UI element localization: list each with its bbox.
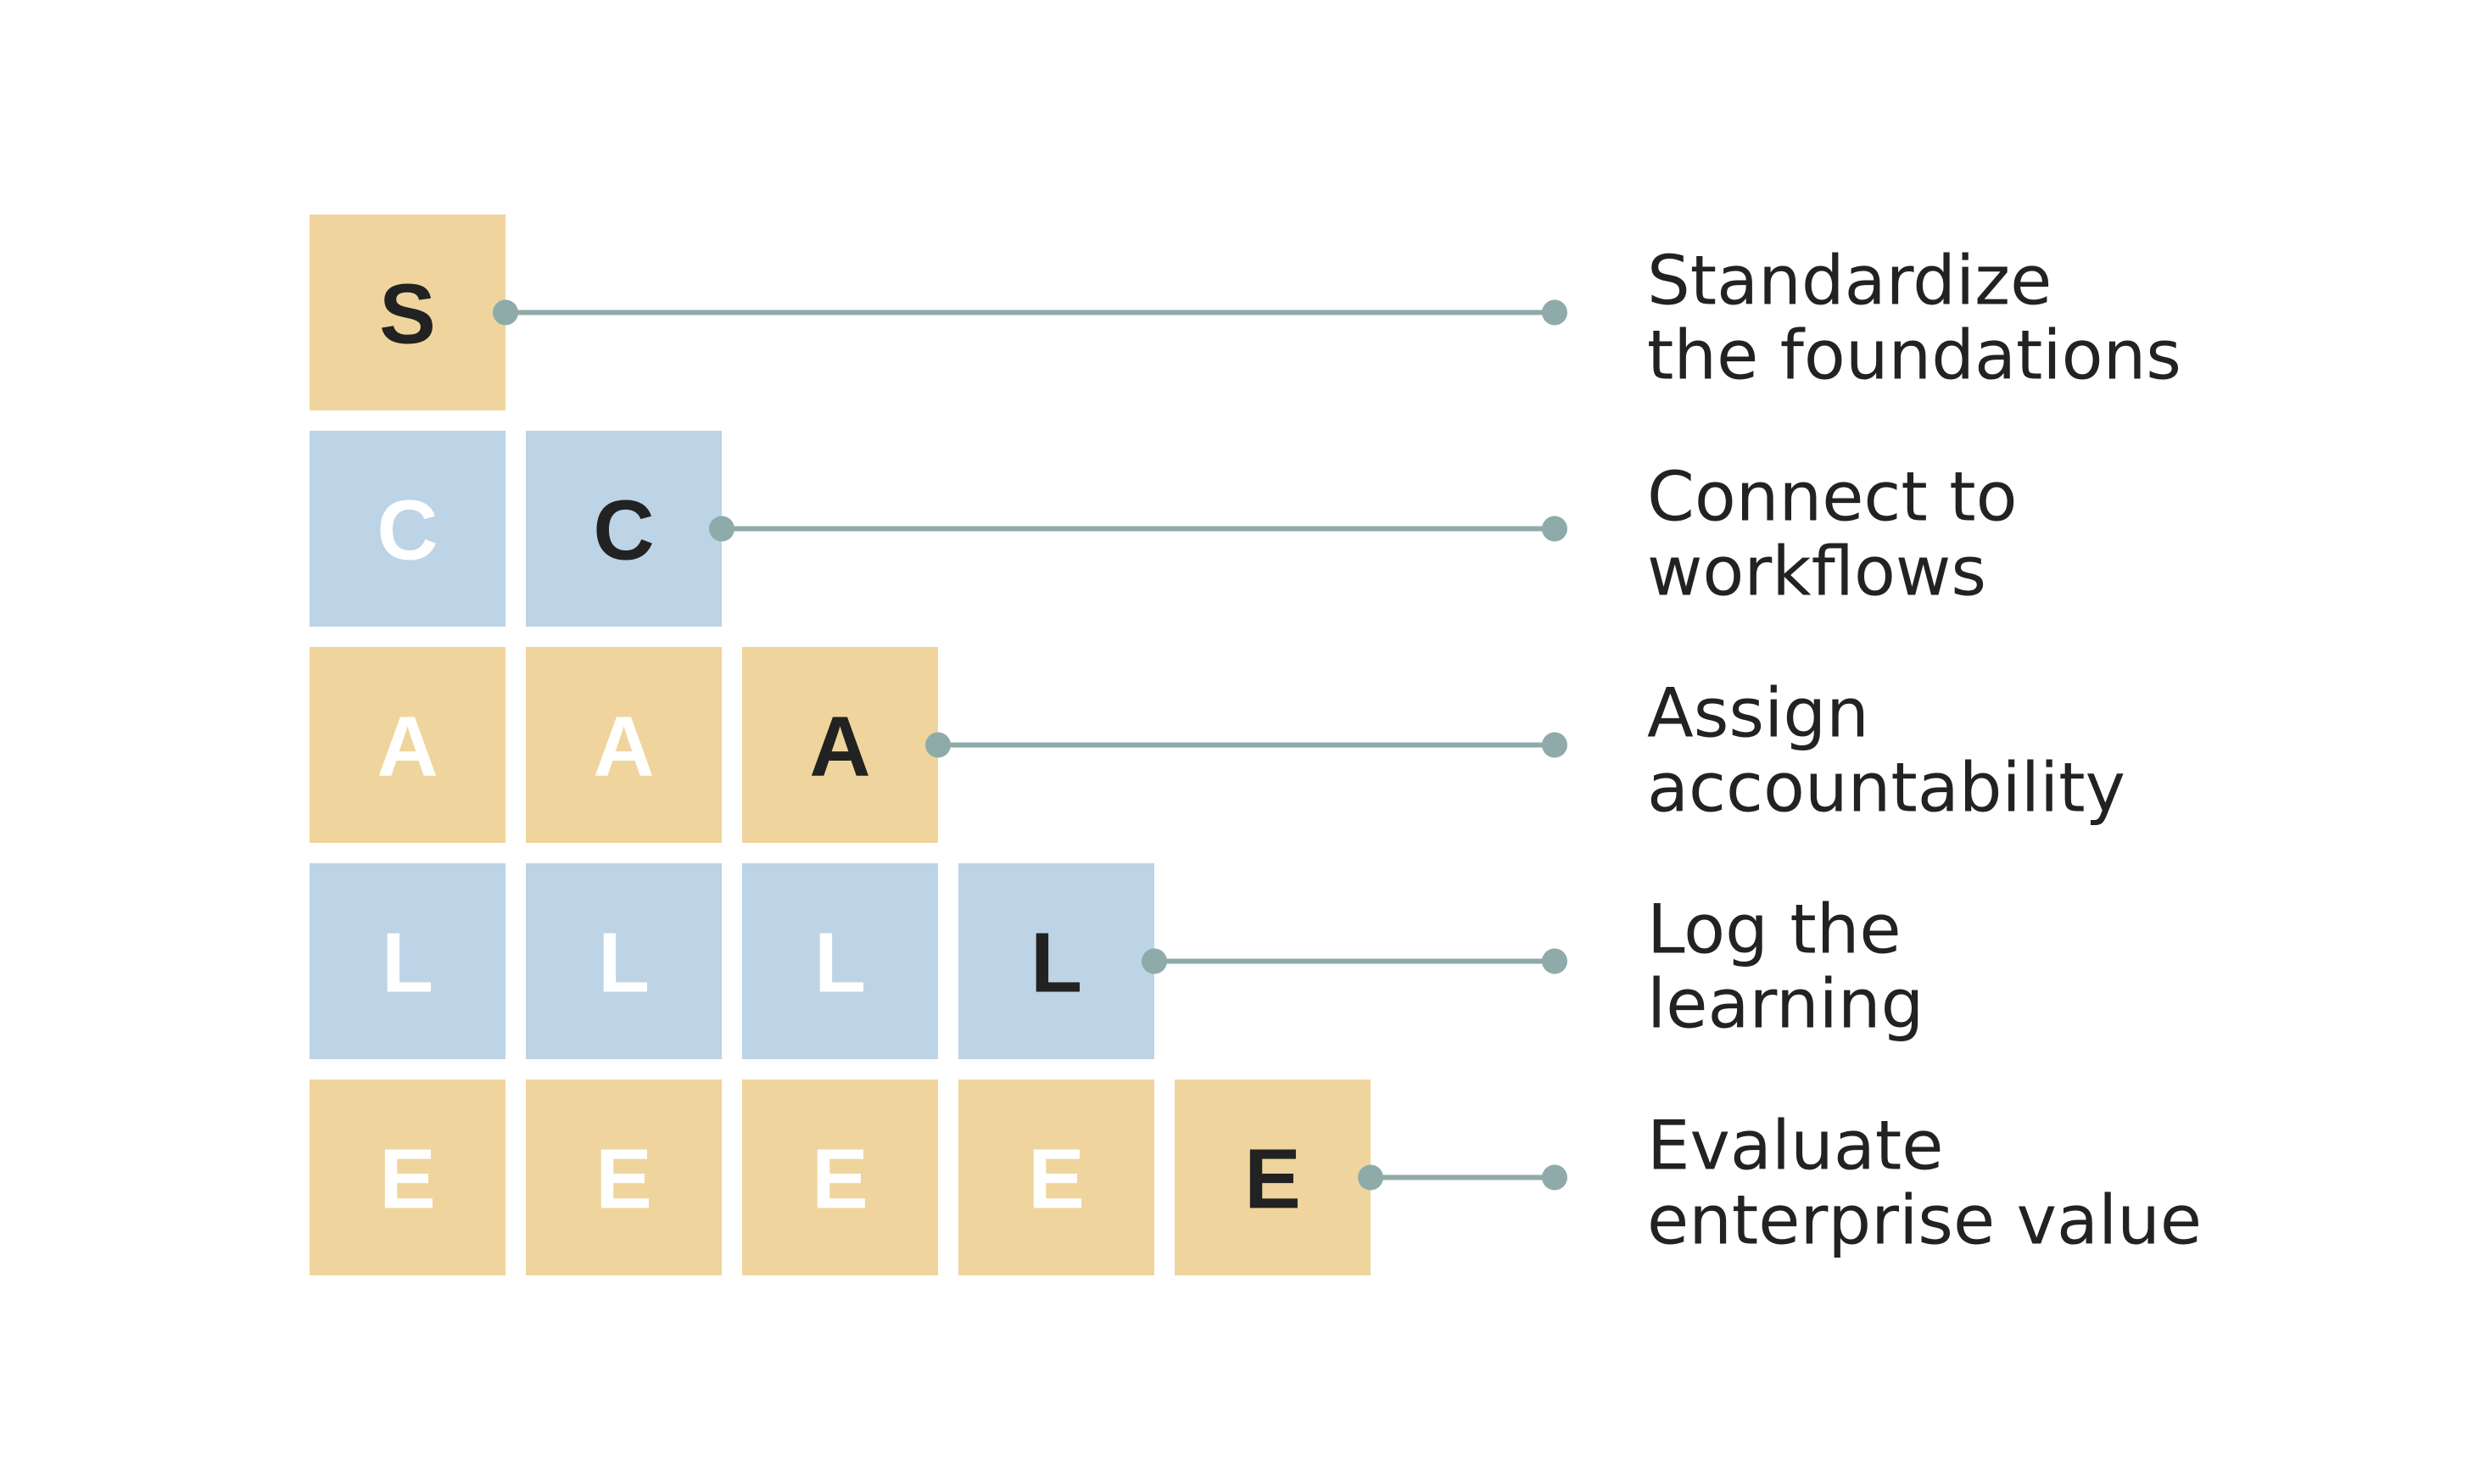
step-label-line: enterprise value — [1647, 1181, 2202, 1260]
tile-background — [1175, 1080, 1371, 1275]
tile-background — [310, 863, 505, 1059]
tile-background — [310, 647, 505, 843]
tile-letter: A — [377, 700, 438, 795]
step-label-line: Log the — [1647, 890, 1902, 969]
tile-letter-active: A — [809, 700, 870, 795]
tile-background — [310, 1080, 505, 1275]
connector-end-dot — [1542, 1164, 1567, 1191]
tile-letter: E — [595, 1132, 652, 1227]
tile-background — [742, 863, 938, 1059]
tile-e-5: E — [1175, 1080, 1371, 1275]
tile-background — [310, 431, 505, 627]
tile-letter: L — [598, 916, 650, 1011]
tile-l-3: L — [742, 863, 938, 1059]
step-label-line: Evaluate — [1647, 1107, 1943, 1186]
tile-l-1: L — [310, 863, 505, 1059]
tile-a-3: A — [742, 647, 938, 843]
tile-letter: E — [1028, 1132, 1085, 1227]
tile-background — [526, 647, 722, 843]
tile-background — [526, 431, 722, 627]
connector-end-dot — [1542, 299, 1567, 326]
tile-s-1: S — [310, 215, 505, 410]
tile-l-4: L — [958, 863, 1154, 1059]
tile-letter: A — [593, 700, 654, 795]
tile-e-3: E — [742, 1080, 938, 1275]
tile-background — [958, 863, 1154, 1059]
tile-e-2: E — [526, 1080, 722, 1275]
step-label-line: the foundations — [1647, 316, 2181, 395]
tile-c-2: C — [526, 431, 722, 627]
connector-end-dot — [1542, 516, 1567, 542]
tile-background — [742, 1080, 938, 1275]
step-label-line: workflows — [1647, 533, 1986, 611]
tile-letter: E — [379, 1132, 436, 1227]
tile-letter: L — [382, 916, 433, 1011]
connector-start-dot — [493, 299, 518, 326]
connector-end-dot — [1542, 732, 1567, 758]
tile-letter-active: L — [1030, 916, 1082, 1011]
tile-e-4: E — [958, 1080, 1154, 1275]
tile-e-1: E — [310, 1080, 505, 1275]
tile-background — [310, 215, 505, 410]
tile-l-2: L — [526, 863, 722, 1059]
connector-start-dot — [1358, 1164, 1383, 1191]
tile-background — [958, 1080, 1154, 1275]
tile-letter: E — [812, 1132, 868, 1227]
connector-end-dot — [1542, 948, 1567, 974]
connector-start-dot — [1142, 948, 1167, 974]
tile-letter: C — [377, 483, 438, 578]
connector-start-dot — [709, 516, 734, 542]
tile-letter-active: E — [1244, 1132, 1301, 1227]
step-label-line: Assign — [1647, 674, 1869, 753]
tile-letter-active: C — [593, 483, 654, 578]
tile-a-2: A — [526, 647, 722, 843]
tile-background — [526, 1080, 722, 1275]
tile-letter-active: S — [379, 267, 436, 362]
step-label-line: Connect to — [1647, 458, 2018, 537]
step-label-line: Standardize — [1647, 242, 2052, 321]
step-label-line: accountability — [1647, 749, 2125, 828]
tile-c-1: C — [310, 431, 505, 627]
step-label-line: learning — [1647, 965, 1924, 1044]
tile-background — [742, 647, 938, 843]
tile-a-1: A — [310, 647, 505, 843]
tile-background — [526, 863, 722, 1059]
tile-letter: L — [814, 916, 866, 1011]
connector-start-dot — [925, 732, 951, 758]
